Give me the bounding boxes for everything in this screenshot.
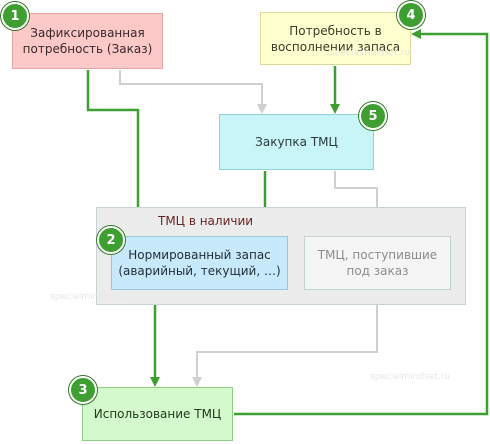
arrow-received-to-usage (192, 291, 378, 387)
received-for-order-label: ТМЦ, поступившие под заказ (317, 248, 438, 278)
fixed-demand-box: Зафиксированная потребность (Заказ) (12, 13, 163, 69)
watermark-right: specialmindset.ru (370, 372, 451, 382)
badge-5: 5 (359, 102, 387, 130)
fixed-demand-label: Зафиксированная потребность (Заказ) (22, 26, 153, 56)
arrow-demand-to-purchase (119, 70, 267, 114)
watermark-left: specialmindset.ru (50, 292, 131, 302)
badge-1: 1 (1, 2, 29, 30)
normalized-stock-label: Нормированный запас (аварийный, текущий,… (118, 248, 281, 278)
watermark-top: specialmindset.ru (330, 48, 411, 58)
purchase-label: Закупка ТМЦ (255, 135, 338, 149)
usage-label: Использование ТМЦ (93, 407, 222, 421)
badge-4: 4 (397, 1, 425, 29)
arrow-usage-to-need (234, 29, 489, 416)
replenish-need-label: Потребность в восполнении запаса (270, 23, 401, 54)
replenish-need-box: Потребность в восполнении запаса (260, 12, 411, 65)
normalized-stock-box: Нормированный запас (аварийный, текущий,… (111, 236, 288, 290)
arrow-demand-to-stock (86, 70, 143, 236)
in-stock-group-title: ТМЦ в наличии (158, 214, 254, 228)
received-for-order-box: ТМЦ, поступившие под заказ (304, 236, 451, 290)
purchase-box: Закупка ТМЦ (219, 114, 374, 170)
badge-2: 2 (97, 226, 125, 254)
usage-box: Использование ТМЦ (82, 387, 233, 441)
badge-3: 3 (69, 376, 97, 404)
